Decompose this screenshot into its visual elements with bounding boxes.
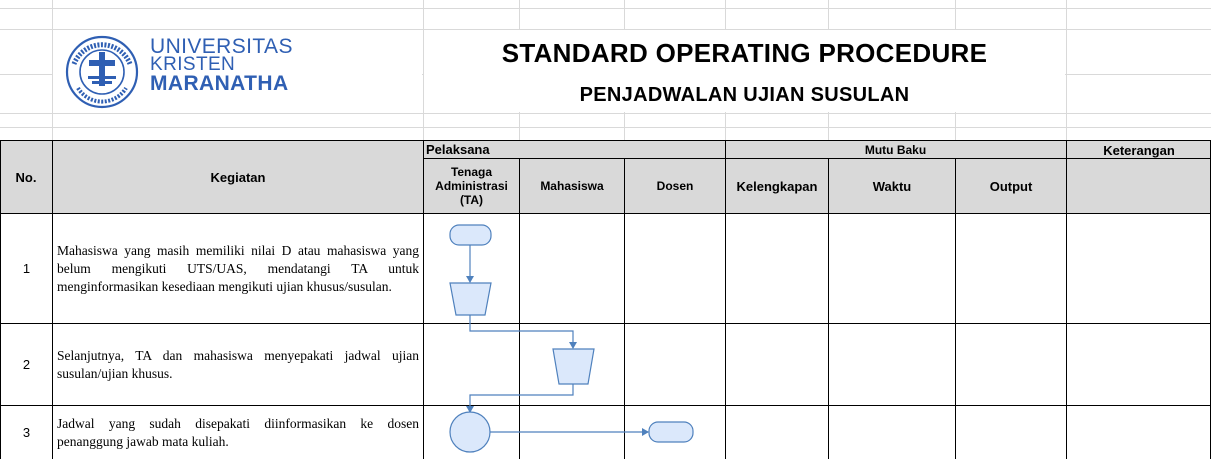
row-3-number: 3 [22, 425, 31, 440]
logo-line-maranatha: MARANATHA [150, 72, 289, 95]
row-1-kegiatan: Mahasiswa yang masih memiliki nilai D at… [57, 242, 419, 294]
header-output: Output [989, 178, 1033, 194]
header-ta: Tenaga Administrasi (TA) [435, 165, 508, 207]
border [0, 140, 1211, 141]
terminator-start-shape [449, 224, 492, 246]
border [624, 158, 625, 459]
page-title: STANDARD OPERATING PROCEDURE [501, 37, 988, 68]
table-header-background [0, 140, 1211, 213]
header-kelengkapan: Kelengkapan [736, 178, 818, 194]
manual-operation-shape-1 [449, 282, 492, 316]
manual-operation-shape-2 [552, 348, 595, 385]
gridline [0, 127, 1211, 128]
border [519, 158, 520, 459]
border [0, 140, 1, 459]
row-2-number: 2 [22, 357, 31, 372]
gridline [423, 0, 424, 140]
gridline [52, 0, 53, 140]
border [1066, 140, 1067, 459]
title-area [424, 30, 1065, 112]
header-waktu: Waktu [872, 178, 912, 194]
header-keterangan: Keterangan [1103, 142, 1175, 158]
gridline [0, 8, 1211, 9]
flow-connector-2 [469, 315, 577, 349]
border [725, 140, 726, 459]
header-no: No. [15, 169, 37, 185]
border [828, 158, 829, 459]
header-mutu-baku: Mutu Baku [864, 142, 927, 157]
header-pelaksana: Pelaksana [426, 142, 490, 157]
terminator-end-shape [648, 421, 694, 443]
header-kegiatan: Kegiatan [210, 169, 266, 185]
page-subtitle: PENJADWALAN UJIAN SUSULAN [579, 83, 910, 106]
border [423, 140, 424, 459]
header-dosen: Dosen [656, 179, 694, 193]
university-seal-icon [65, 35, 139, 109]
row-1-number: 1 [22, 261, 31, 276]
gridline [1066, 0, 1067, 140]
header-mahasiswa: Mahasiswa [540, 179, 604, 193]
logo-line-universitas: UNIVERSITAS [150, 35, 293, 58]
logo-line-kristen: KRISTEN [150, 54, 236, 75]
border [52, 140, 53, 459]
row-3-kegiatan: Jadwal yang sudah disepakati diinformasi… [57, 415, 419, 449]
flow-connector-3 [466, 384, 574, 413]
border [955, 158, 956, 459]
border [0, 213, 1211, 214]
row-2-kegiatan: Selanjutnya, TA dan mahasiswa menyepakat… [57, 347, 419, 381]
connector-circle-shape [449, 411, 491, 453]
border [0, 323, 1211, 324]
border [0, 405, 1211, 406]
gridline [0, 29, 1211, 30]
border [423, 158, 1211, 159]
gridline [0, 113, 1211, 114]
